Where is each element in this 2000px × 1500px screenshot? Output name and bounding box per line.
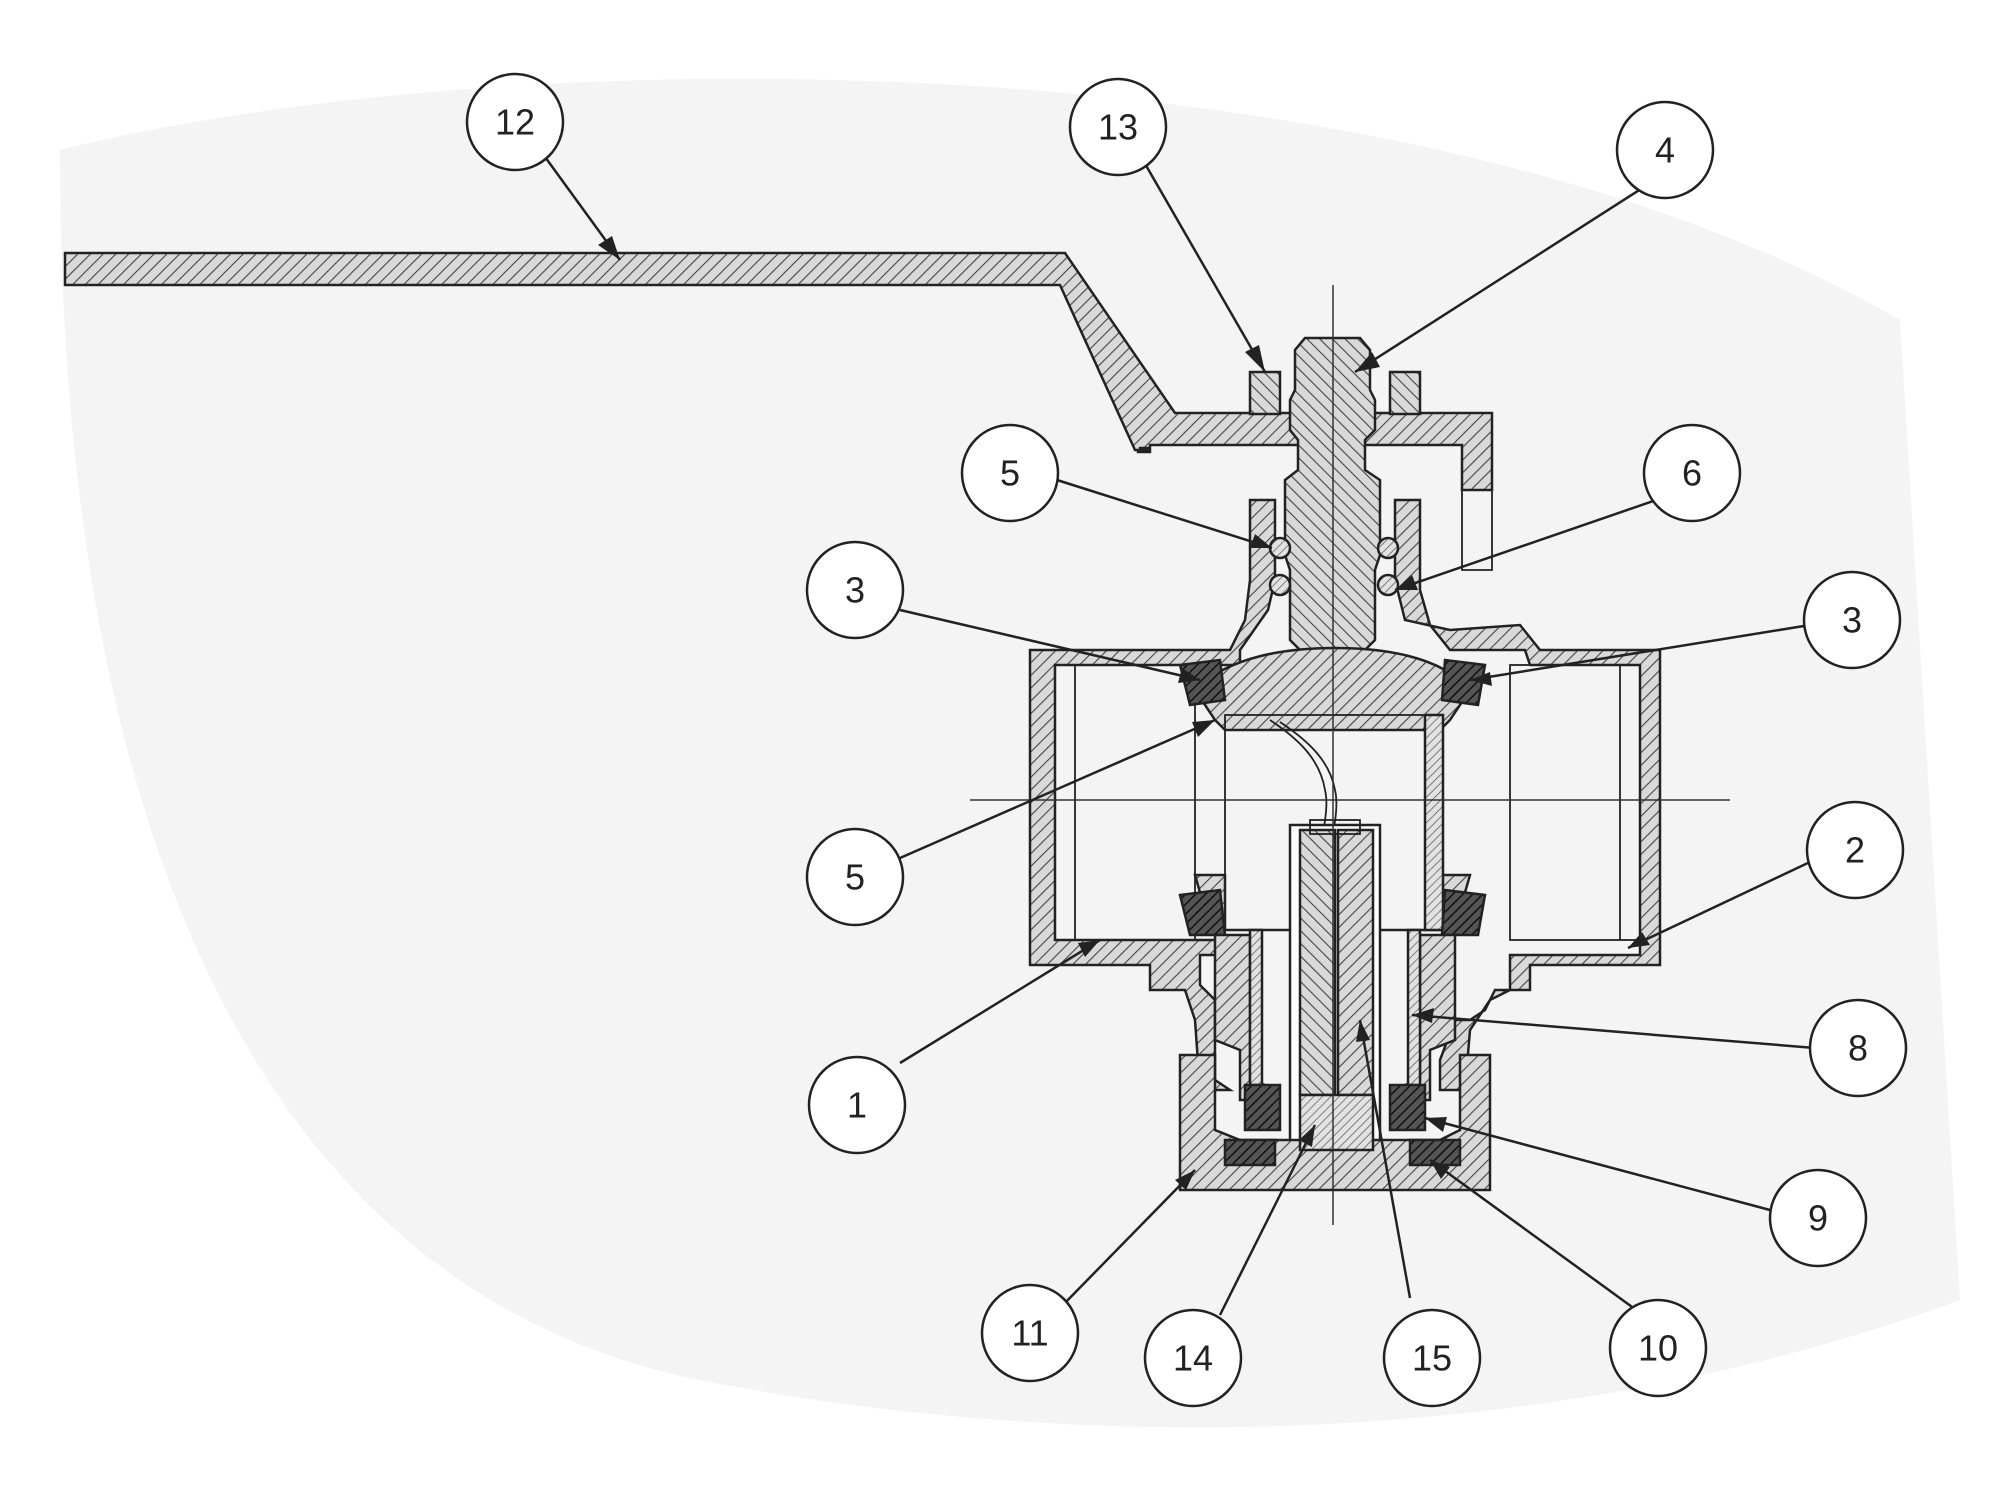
inner-shaft-14 (1298, 828, 1337, 1097)
callout-13: 13 (1068, 77, 1168, 177)
svg-text:5: 5 (845, 857, 865, 898)
callout-4: 4 (1615, 100, 1715, 200)
svg-text:5: 5 (1000, 453, 1020, 494)
callout-2: 2 (1805, 800, 1905, 900)
svg-text:15: 15 (1412, 1338, 1452, 1379)
leader-lines (538, 149, 1816, 1322)
nut-left (1248, 370, 1282, 416)
svg-text:3: 3 (845, 570, 865, 611)
svg-text:9: 9 (1808, 1198, 1828, 1239)
svg-text:6: 6 (1682, 453, 1702, 494)
svg-text:8: 8 (1848, 1028, 1868, 1069)
inner-sleeve (1248, 928, 1264, 1087)
callout-15: 15 (1382, 1308, 1482, 1408)
seat-right-lower (1440, 888, 1487, 937)
callout-3-left: 3 (805, 540, 905, 640)
callout-9: 9 (1768, 1168, 1868, 1268)
handle-tab (1461, 489, 1493, 571)
svg-text:1: 1 (847, 1085, 867, 1126)
svg-text:10: 10 (1638, 1328, 1678, 1369)
o-ring-6b (1268, 573, 1292, 597)
o-ring-6a (1268, 536, 1292, 560)
callout-6: 5 (960, 423, 1060, 523)
port-right (1509, 664, 1641, 941)
callout-5: 5 (805, 827, 905, 927)
seal-10 (1223, 1138, 1277, 1167)
callout-8: 8 (1808, 998, 1908, 1098)
nut-right (1388, 370, 1422, 416)
svg-text:13: 13 (1098, 107, 1138, 148)
svg-text:14: 14 (1173, 1338, 1213, 1379)
callout-14: 14 (1143, 1308, 1243, 1408)
seat-left-upper (1178, 658, 1227, 707)
svg-text:11: 11 (1011, 1313, 1048, 1354)
seal-9 (1243, 1083, 1282, 1132)
callout-12: 12 (465, 72, 565, 172)
svg-text:2: 2 (1845, 830, 1865, 871)
seat-right-upper (1440, 658, 1487, 707)
o-ring-7a (1376, 536, 1400, 560)
callout-11: 11 (980, 1283, 1080, 1383)
inner-shaft-15 (1336, 828, 1375, 1097)
port-left (1054, 664, 1196, 941)
o-ring-7b (1376, 573, 1400, 597)
svg-text:4: 4 (1655, 130, 1675, 171)
callout-10: 10 (1608, 1298, 1708, 1398)
svg-text:3: 3 (1842, 600, 1862, 641)
callout-3-right: 3 (1802, 570, 1902, 670)
handle-lever (63, 251, 1494, 492)
callout-7: 6 (1642, 423, 1742, 523)
svg-text:12: 12 (495, 102, 535, 143)
callout-1: 1 (807, 1055, 907, 1155)
